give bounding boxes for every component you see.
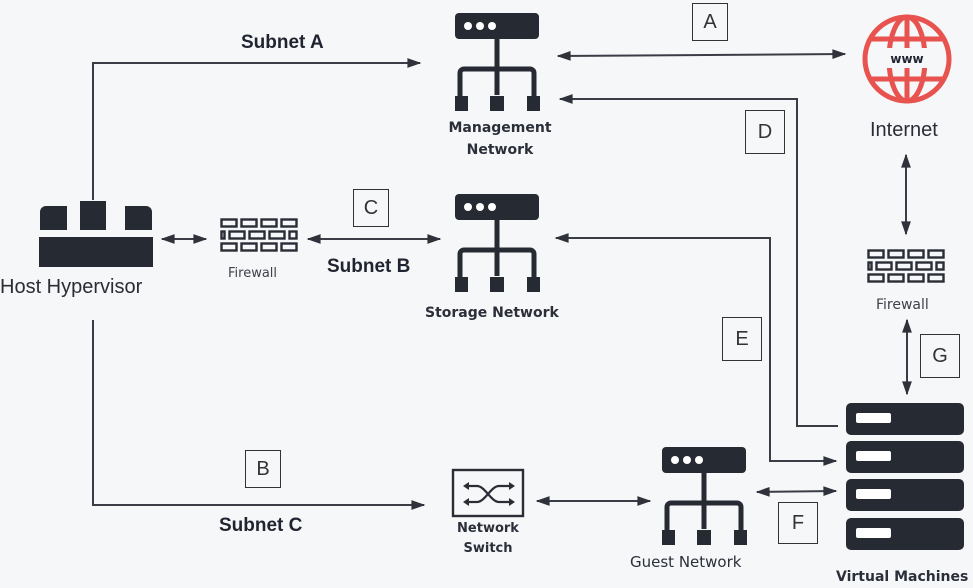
connector-a <box>556 49 847 61</box>
connector-f <box>755 486 838 497</box>
connector-e <box>554 233 838 466</box>
connector-subnet-c <box>92 320 426 510</box>
connection-label-e: E <box>722 317 762 361</box>
storage-network-label: Storage Network <box>425 305 559 321</box>
subnet-a-label: Subnet A <box>241 32 324 53</box>
management-network-label: Management Network <box>435 117 565 161</box>
www-backdrop <box>883 48 931 68</box>
connector-subnet-a <box>92 58 422 200</box>
host-hypervisor-label: Host Hypervisor <box>0 276 143 298</box>
network-switch-label: Network Switch <box>448 519 528 559</box>
network-switch-label-line2: Switch <box>463 541 513 556</box>
guest-network-label: Guest Network <box>630 553 742 571</box>
management-network-label-line1: Management <box>448 120 552 136</box>
storage-network-icon <box>455 194 540 292</box>
connection-label-b: B <box>245 450 281 488</box>
server-stack-icon <box>846 403 964 550</box>
management-network-label-line2: Network <box>466 142 534 158</box>
internet-label: Internet <box>870 119 938 141</box>
connector-d <box>558 94 838 427</box>
subnet-b-label: Subnet B <box>327 256 411 277</box>
hypervisor-icon <box>39 201 153 267</box>
management-network-icon <box>455 13 540 111</box>
virtual-machines-label: Virtual Machines <box>836 569 969 585</box>
connection-label-f: F <box>778 502 818 544</box>
connection-label-d: D <box>745 110 785 154</box>
www-text: www <box>890 52 923 66</box>
network-switch-label-line1: Network <box>457 521 519 536</box>
guest-network-icon <box>662 447 747 545</box>
connection-label-c: C <box>353 189 389 227</box>
firewall-right-label: Firewall <box>876 297 929 313</box>
connection-label-g: G <box>920 334 960 378</box>
firewall-left-label: Firewall <box>228 266 278 281</box>
subnet-c-label: Subnet C <box>219 515 303 536</box>
firewall-left-icon <box>220 218 298 252</box>
network-switch-icon <box>451 468 525 518</box>
connection-label-a: A <box>692 3 728 41</box>
firewall-right-icon <box>867 249 945 283</box>
